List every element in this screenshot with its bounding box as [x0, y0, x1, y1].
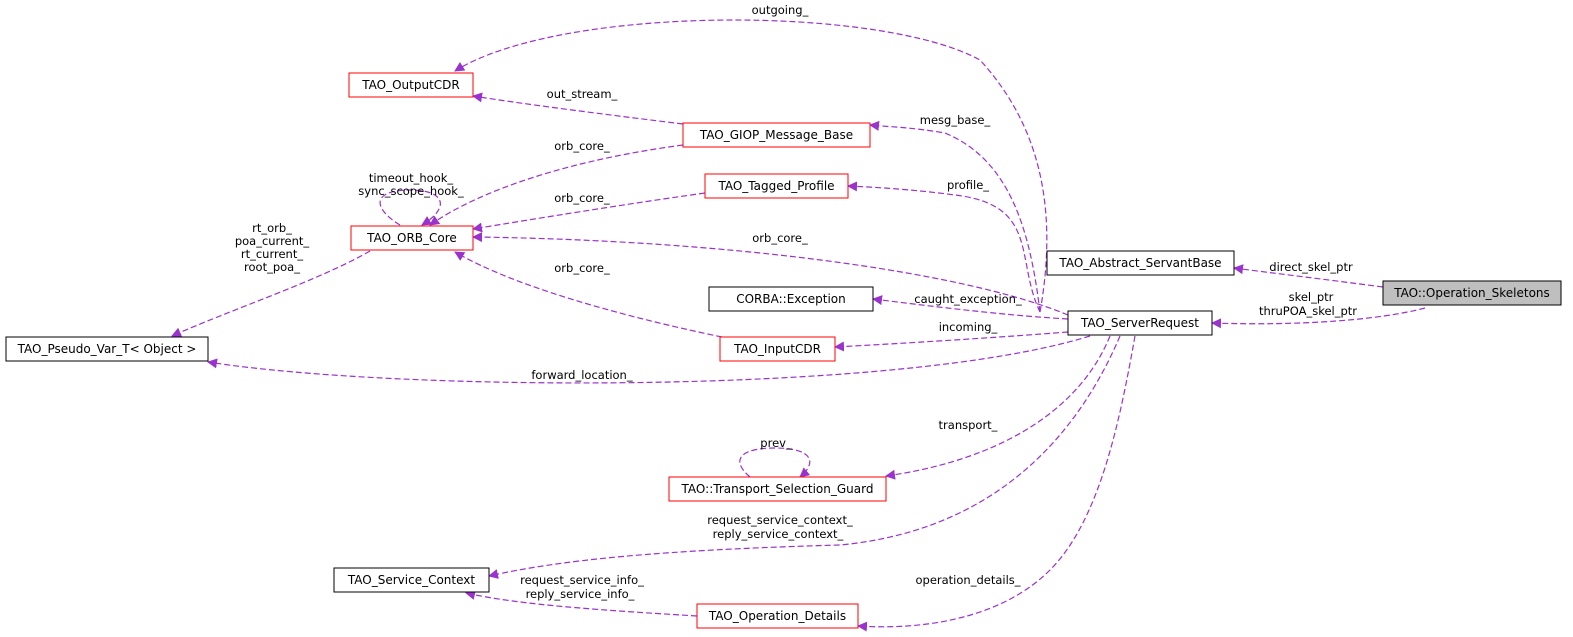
- node-tagged-profile[interactable]: TAO_Tagged_Profile: [704, 173, 849, 199]
- node-operation-details-label: TAO_Operation_Details: [708, 609, 846, 623]
- node-transport-selection-guard[interactable]: TAO::Transport_Selection_Guard: [668, 476, 887, 502]
- node-orb-core[interactable]: TAO_ORB_Core: [350, 225, 474, 251]
- node-pseudo-var[interactable]: TAO_Pseudo_Var_T< Object >: [5, 336, 209, 362]
- node-output-cdr-label: TAO_OutputCDR: [361, 78, 459, 92]
- label-orb-core-giop: orb_core_: [554, 139, 610, 153]
- node-operation-details[interactable]: TAO_Operation_Details: [696, 603, 859, 629]
- edge-orb-core-tagged: [472, 192, 706, 233]
- node-orb-core-label: TAO_ORB_Core: [366, 231, 457, 245]
- edge-forward-location: [207, 335, 1091, 384]
- node-server-request[interactable]: TAO_ServerRequest: [1067, 310, 1213, 336]
- label-operation-details: operation_details_: [915, 573, 1020, 587]
- edge-out-stream: [472, 92, 684, 125]
- label-root-poa: root_poa_: [244, 260, 300, 274]
- edge-orb-core-input: [454, 251, 723, 338]
- edge-service-context: [488, 335, 1121, 579]
- label-forward-location: forward_location_: [531, 368, 632, 382]
- edge-orb-core-server: [472, 232, 1069, 316]
- label-rt-orb: rt_orb_: [252, 221, 292, 235]
- edge-profile: [847, 181, 1041, 313]
- label-direct-skel-ptr: direct_skel_ptr: [1269, 260, 1353, 274]
- label-orb-core-tagged: orb_core_: [554, 191, 610, 205]
- edge-caught-exception: [872, 295, 1069, 320]
- node-corba-exception-label: CORBA::Exception: [736, 292, 846, 306]
- edge-outgoing: [454, 19, 1048, 313]
- node-output-cdr[interactable]: TAO_OutputCDR: [348, 72, 474, 98]
- label-rt-current: rt_current_: [241, 247, 303, 261]
- label-caught-exception: caught_exception_: [914, 292, 1022, 306]
- label-reply-service-info: reply_service_info_: [526, 587, 635, 601]
- edge-self-guard: [739, 447, 811, 478]
- label-thrupoa-skel-ptr: thruPOA_skel_ptr: [1259, 304, 1357, 318]
- node-abstract-servant-base-label: TAO_Abstract_ServantBase: [1058, 256, 1221, 270]
- node-operation-skeletons-label: TAO::Operation_Skeletons: [1393, 286, 1550, 300]
- node-tagged-profile-label: TAO_Tagged_Profile: [717, 179, 834, 193]
- node-pseudo-var-label: TAO_Pseudo_Var_T< Object >: [17, 342, 197, 356]
- node-abstract-servant-base[interactable]: TAO_Abstract_ServantBase: [1046, 250, 1235, 276]
- label-sync-scope-hook: sync_scope_hook_: [358, 184, 464, 198]
- node-transport-selection-guard-label: TAO::Transport_Selection_Guard: [681, 482, 874, 496]
- edge-transport: [885, 335, 1111, 480]
- edge-self-orb-core: [379, 189, 441, 226]
- node-corba-exception[interactable]: CORBA::Exception: [708, 286, 874, 312]
- node-service-context[interactable]: TAO_Service_Context: [333, 567, 490, 593]
- label-transport: transport_: [939, 418, 998, 432]
- node-input-cdr-label: TAO_InputCDR: [733, 342, 821, 356]
- edge-orb-core-giop: [429, 144, 684, 226]
- label-mesg-base: mesg_base_: [920, 113, 991, 127]
- label-prev: prev_: [760, 436, 792, 450]
- edge-service-info: [465, 590, 698, 617]
- edge-operation-details: [857, 335, 1136, 632]
- label-incoming: incoming_: [939, 320, 998, 334]
- label-request-service-info: request_service_info_: [520, 573, 644, 587]
- edge-skel-ptr: [1211, 307, 1426, 329]
- label-reply-service-context: reply_service_context_: [713, 527, 844, 541]
- label-orb-core-server: orb_core_: [752, 231, 808, 245]
- node-giop-message-base-label: TAO_GIOP_Message_Base: [699, 128, 853, 142]
- label-outgoing: outgoing_: [752, 3, 809, 17]
- label-timeout-hook: timeout_hook_: [369, 171, 454, 185]
- node-operation-skeletons[interactable]: TAO::Operation_Skeletons: [1382, 280, 1562, 306]
- label-profile: profile_: [947, 178, 989, 192]
- node-input-cdr[interactable]: TAO_InputCDR: [719, 336, 836, 362]
- edge-pseudo-var: [171, 250, 371, 337]
- label-request-service-context: request_service_context_: [707, 513, 853, 527]
- label-orb-core-input: orb_core_: [554, 261, 610, 275]
- edge-direct-skel-ptr: [1233, 264, 1384, 288]
- node-giop-message-base[interactable]: TAO_GIOP_Message_Base: [682, 122, 871, 148]
- label-skel-ptr: skel_ptr: [1289, 290, 1334, 304]
- node-service-context-label: TAO_Service_Context: [347, 573, 475, 587]
- label-out-stream: out_stream_: [547, 87, 618, 101]
- edge-incoming: [834, 331, 1069, 352]
- edge-mesg-base: [869, 120, 1041, 313]
- label-poa-current: poa_current_: [235, 234, 310, 248]
- node-server-request-label: TAO_ServerRequest: [1080, 316, 1199, 330]
